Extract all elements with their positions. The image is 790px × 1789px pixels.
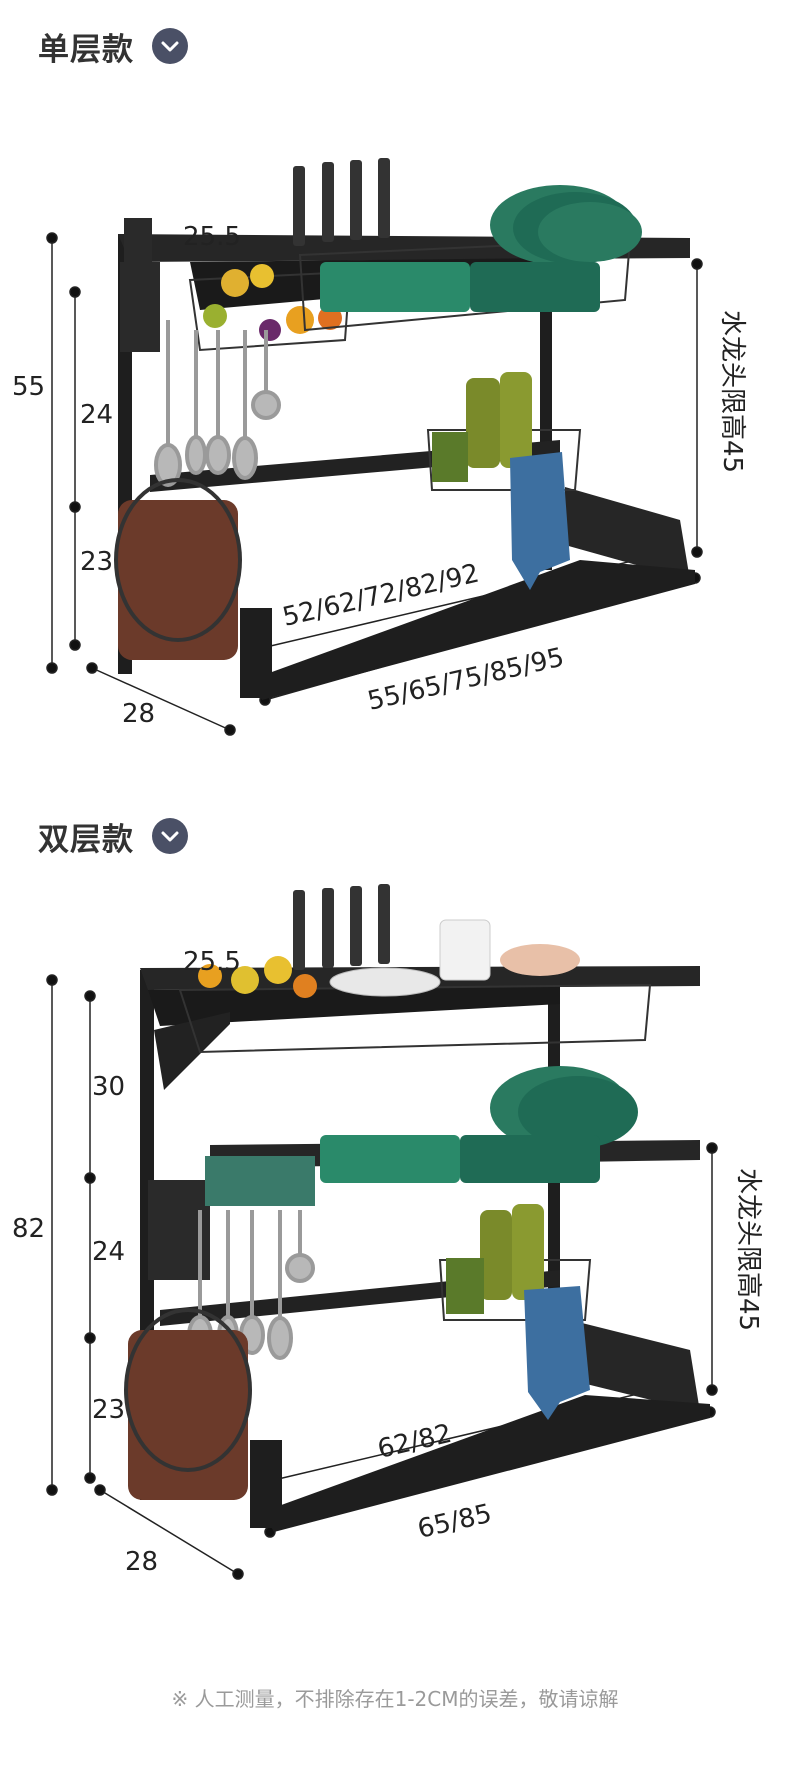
dim-lower-height: 23 [92, 1395, 125, 1425]
measurement-footnote: ※ 人工测量，不排除存在1-2CM的误差，敬请谅解 [171, 1687, 619, 1711]
knives [293, 884, 390, 970]
cutting-board [114, 478, 242, 660]
soap-basket [426, 372, 582, 491]
dim-total-height: 55 [12, 372, 45, 402]
utensils [154, 320, 281, 487]
dish-rack [298, 185, 642, 332]
dim-upper-height: 24 [80, 400, 113, 430]
dim-lower-height: 23 [80, 547, 113, 577]
single-layer-title: 单层款 [38, 32, 134, 68]
dim-faucet-limit: 水龙头限高45 [717, 310, 747, 473]
dim-top-height: 30 [92, 1072, 125, 1102]
dim-shelf-depth: 25.5 [183, 947, 241, 977]
cutting-board [124, 1308, 252, 1500]
knives [293, 158, 390, 246]
single-layer-section: 单层款 [0, 0, 790, 780]
dim-outer-width: 65/85 [415, 1499, 495, 1545]
soap-basket [438, 1204, 592, 1321]
chevron-down-icon[interactable] [152, 818, 188, 854]
dim-depth: 28 [125, 1547, 158, 1577]
dim-faucet-limit: 水龙头限高45 [733, 1168, 763, 1331]
double-layer-title: 双层款 [38, 822, 134, 858]
towel [524, 1286, 590, 1420]
dim-shelf-depth: 25.5 [183, 222, 241, 252]
chevron-down-icon[interactable] [152, 28, 188, 64]
dim-depth: 28 [122, 699, 155, 729]
fruit-basket [188, 264, 352, 352]
dim-upper-height: 24 [92, 1237, 125, 1267]
dish-rack [205, 1066, 638, 1206]
double-rack-diagram: 82 30 24 23 25.5 28 62/82 65/85 水龙头限高45 [12, 884, 763, 1580]
dimension-lines [46, 974, 718, 1580]
double-layer-section: 双层款 [0, 790, 790, 1610]
towel [510, 452, 570, 590]
top-shelf-items [178, 919, 652, 1054]
single-rack-diagram: 55 24 23 25.5 28 52/62/72/82/92 55/65/75… [12, 158, 747, 736]
dim-total-height: 82 [12, 1214, 45, 1244]
